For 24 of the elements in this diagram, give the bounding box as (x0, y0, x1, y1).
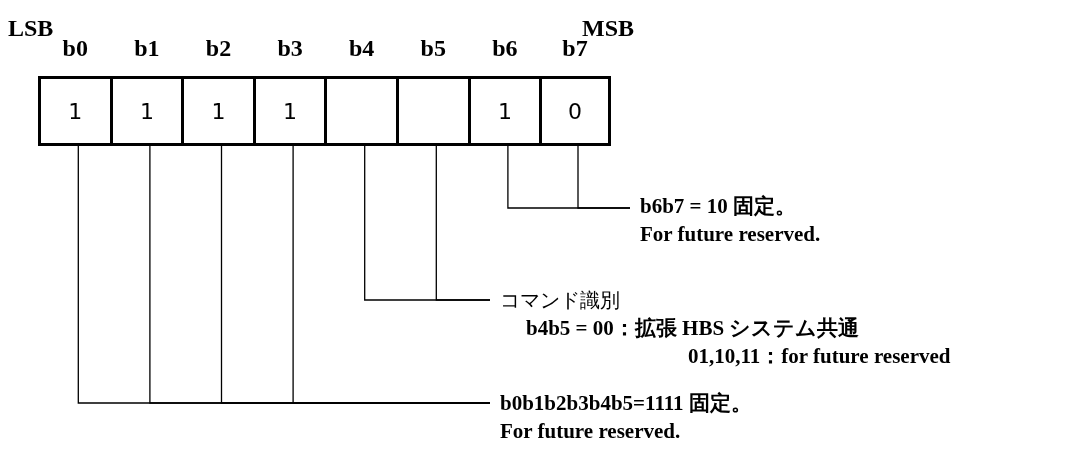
bit-value: 1 (282, 97, 299, 126)
bit-label: b4 (348, 34, 376, 63)
leader-line (435, 145, 491, 301)
description-text: 01,10,11：for future reserved (688, 343, 951, 370)
description-text: For future reserved. (500, 418, 681, 445)
description-text: For future reserved. (640, 221, 821, 248)
bit-value: 0 (567, 97, 583, 126)
bit-value: 1 (138, 97, 155, 126)
leader-line (292, 145, 491, 404)
bit-order-label: LSB (8, 14, 54, 43)
description-heading: コマンド識別 (500, 287, 620, 314)
bit-label: b3 (276, 34, 304, 63)
bit-label: b5 (419, 34, 447, 63)
bit-label: b2 (204, 34, 233, 63)
description-heading: b6b7 = 10 固定。 (640, 193, 797, 220)
bit-label: b0 (61, 34, 89, 63)
leader-line (577, 145, 631, 209)
description-heading: b0b1b2b3b4b5=1111 固定。 (500, 390, 752, 417)
bit-value: 1 (210, 97, 227, 126)
bit-value: 1 (67, 97, 84, 126)
bit-label: b6 (491, 34, 519, 63)
bit-value: 1 (496, 97, 513, 126)
description-text: b4b5 = 00：拡張 HBS システム共通 (526, 315, 860, 342)
bit-label: b1 (133, 34, 161, 63)
